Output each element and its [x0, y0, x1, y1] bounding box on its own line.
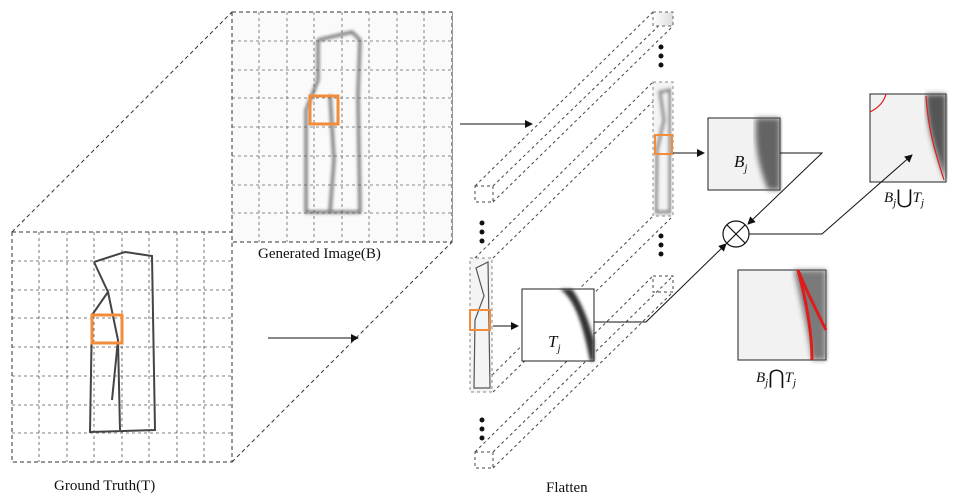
intersection-t: T: [784, 370, 793, 386]
ground-truth-caption: Ground Truth(T): [54, 478, 156, 494]
t-subscript: j: [557, 342, 561, 355]
fusion-operator: [722, 220, 750, 248]
ground-truth-patch-highlight: [90, 313, 124, 345]
generated-column-patch: [654, 134, 673, 155]
t-symbol: T: [548, 332, 558, 351]
union-t: T: [912, 190, 921, 206]
intersection-b-sub: j: [765, 377, 769, 389]
intersection-label: Bj⋂Tj: [756, 367, 797, 389]
ground-truth-image: [11, 231, 233, 463]
ellipsis-dots: [479, 44, 664, 441]
union-b-sub: j: [893, 197, 897, 209]
intersection-patch: [737, 269, 828, 361]
b-symbol: B: [734, 152, 745, 171]
intersection-symbol: ⋂: [768, 367, 785, 389]
union-t-sub: j: [920, 197, 925, 209]
intersection-b: B: [756, 370, 766, 386]
patch-b-j: [673, 117, 781, 191]
union-b: B: [884, 190, 894, 206]
generated-image-caption: Generated Image(B): [258, 246, 381, 262]
patch-t-j: [493, 288, 595, 362]
union-symbol: ⋃: [896, 187, 913, 209]
truth-column-patch: [469, 309, 491, 331]
union-patch: [869, 93, 947, 183]
generated-patch-highlight: [308, 94, 340, 126]
b-j-label: Bj: [734, 152, 747, 174]
ground-truth-sketch: [88, 250, 157, 434]
union-label: Bj⋃Tj: [884, 187, 925, 209]
flatten-block: [469, 11, 674, 469]
generated-image: [231, 11, 453, 243]
generated-column: [652, 81, 674, 217]
truth-column: [469, 257, 493, 393]
b-subscript: j: [744, 162, 748, 175]
image-block: [11, 11, 533, 463]
flatten-caption: Flatten: [546, 480, 588, 496]
intersection-t-sub: j: [792, 377, 797, 389]
t-j-label: Tj: [548, 332, 561, 354]
generated-sketch: [304, 30, 362, 214]
connectors: [594, 152, 913, 323]
